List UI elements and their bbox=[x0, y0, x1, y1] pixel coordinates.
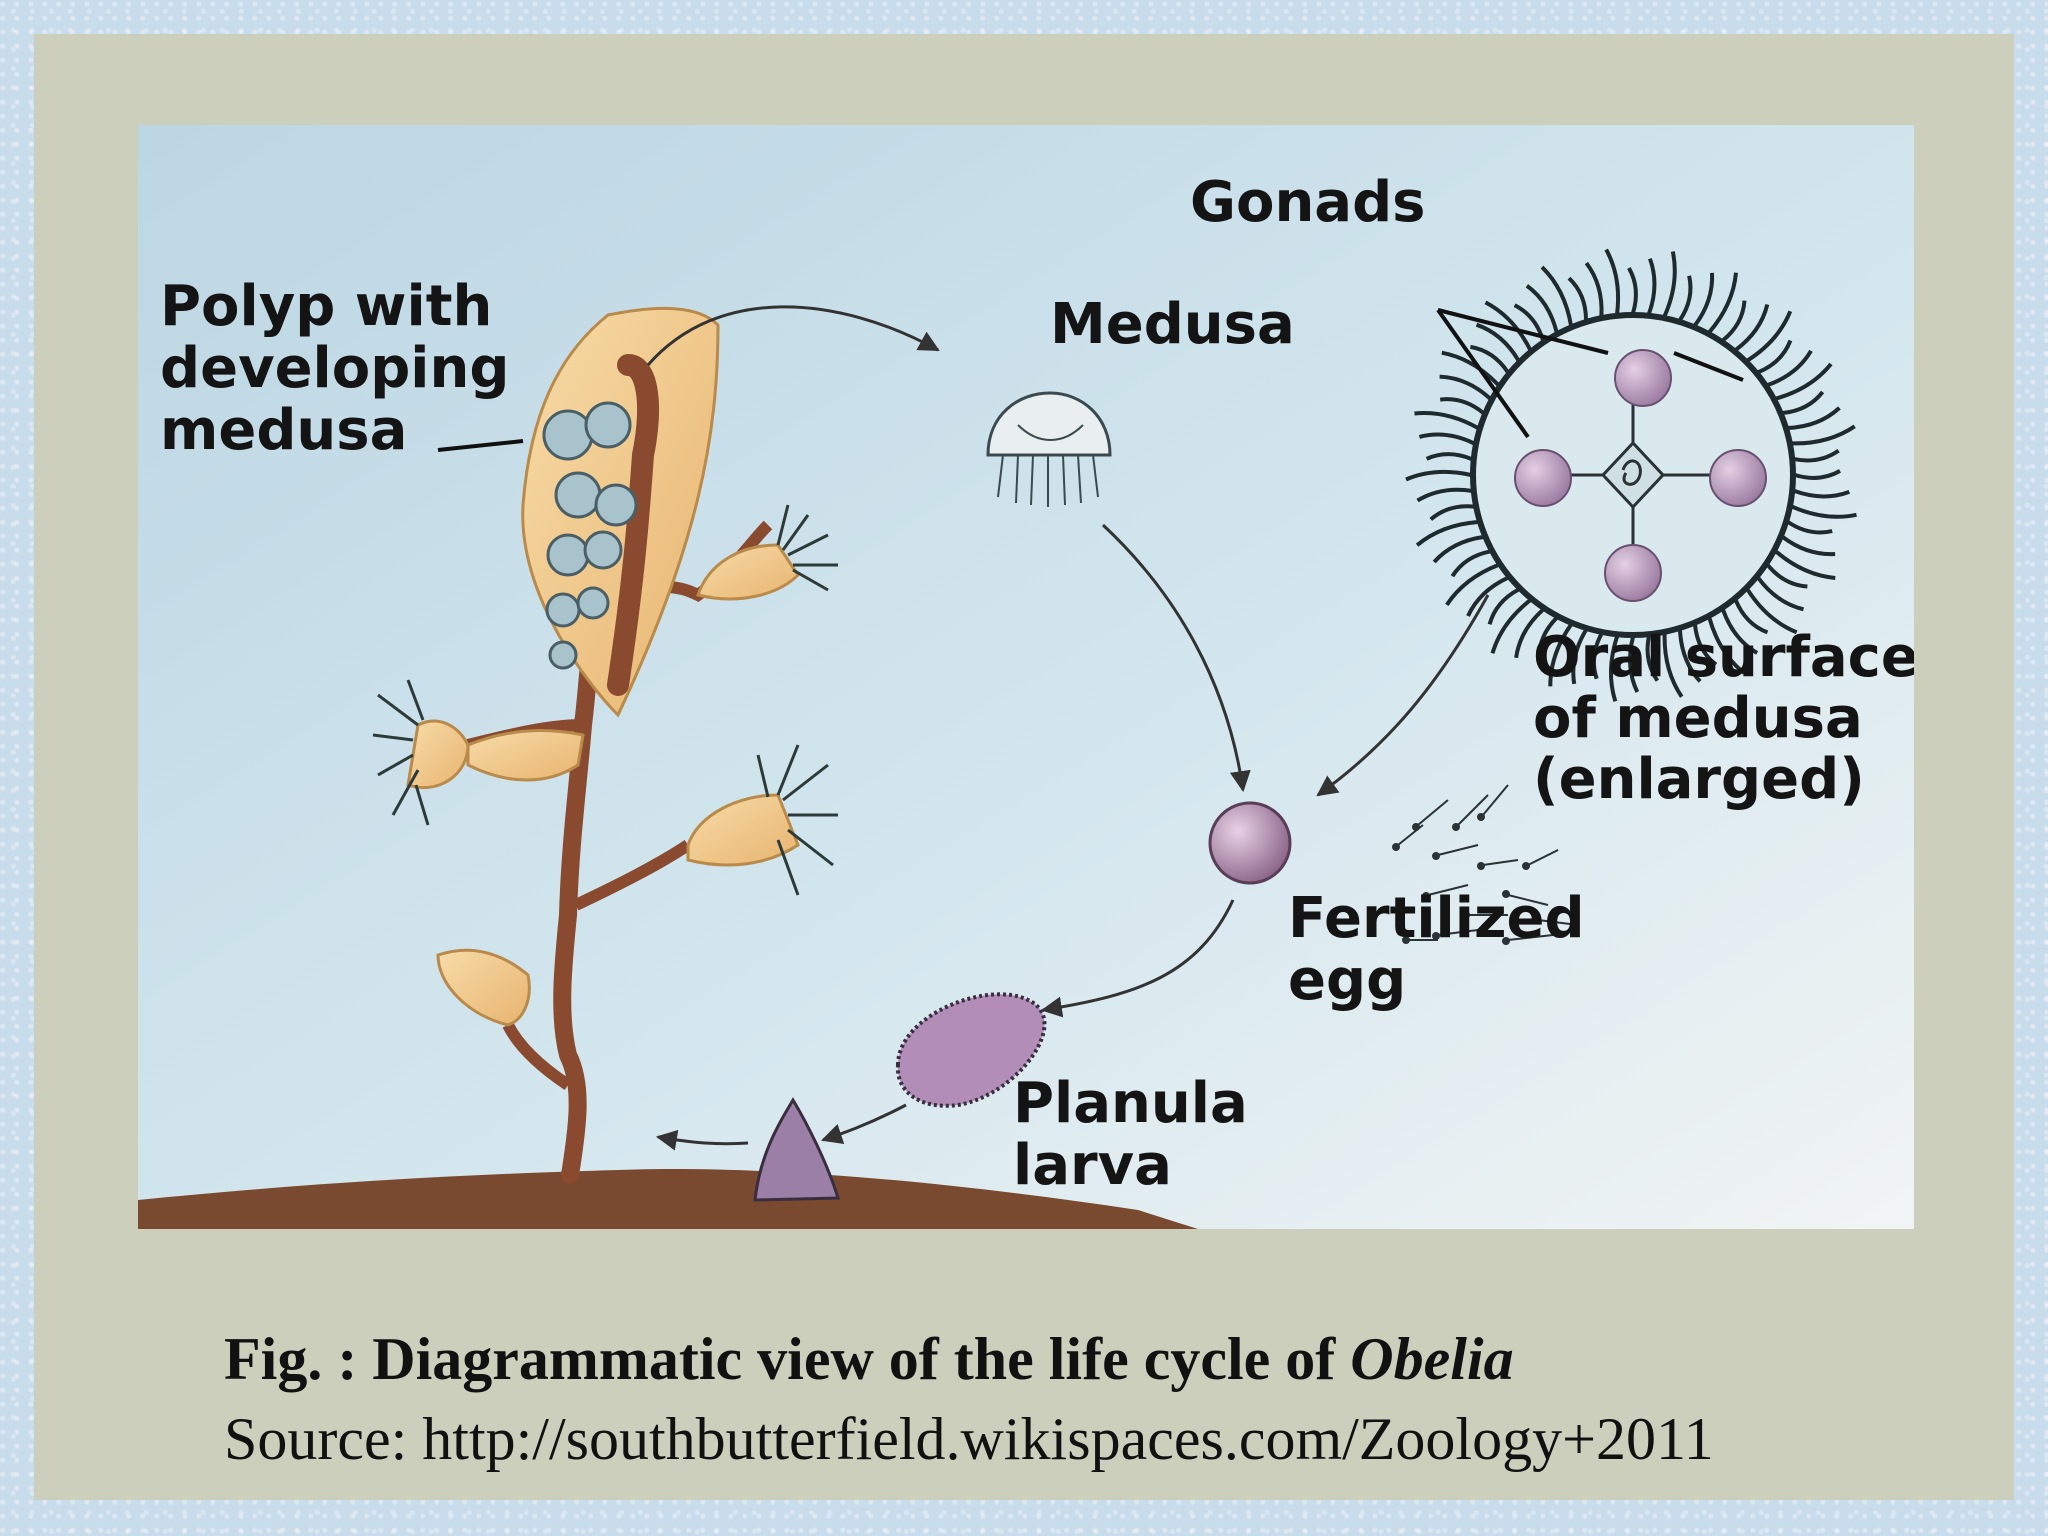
tentacle bbox=[1416, 487, 1473, 503]
label-fertilized-egg-line2: egg bbox=[1288, 948, 1406, 1013]
tentacle bbox=[1439, 374, 1492, 401]
tentacle bbox=[1787, 406, 1841, 430]
cycle-arrows bbox=[646, 305, 1490, 1151]
tentacle bbox=[1756, 576, 1805, 612]
diagram-labels: Polyp with developing medusa Medusa Gona… bbox=[160, 170, 1914, 1198]
caption-title: Fig. : Diagrammatic view of the life cyc… bbox=[224, 1319, 2024, 1399]
tentacle bbox=[1441, 350, 1500, 387]
tentacle bbox=[1439, 397, 1485, 415]
tentacle bbox=[1537, 616, 1559, 660]
tentacle bbox=[1415, 520, 1479, 547]
tentacle bbox=[1405, 469, 1472, 482]
tentacle bbox=[1466, 575, 1509, 617]
label-polyp-line3: medusa bbox=[160, 398, 407, 463]
slide-panel: Polyp with developing medusa Medusa Gona… bbox=[34, 34, 2014, 1500]
tentacle bbox=[1548, 623, 1573, 687]
tentacle bbox=[1693, 624, 1718, 667]
tentacle bbox=[1786, 520, 1833, 535]
label-polyp-line1: Polyp with bbox=[160, 274, 492, 339]
tentacle bbox=[1490, 598, 1532, 654]
label-gonads: Gonads bbox=[1190, 170, 1426, 235]
fertilized-egg bbox=[1208, 801, 1292, 885]
tentacle bbox=[1627, 636, 1640, 693]
tentacle bbox=[1604, 248, 1621, 315]
medusa-figure bbox=[986, 391, 1112, 507]
tentacle bbox=[1627, 267, 1638, 314]
obelia-life-cycle-diagram: Polyp with developing medusa Medusa Gona… bbox=[138, 125, 1914, 1229]
tentacle bbox=[1782, 390, 1825, 415]
tentacle bbox=[1678, 629, 1702, 683]
tentacle bbox=[1418, 432, 1475, 446]
tentacle bbox=[1645, 635, 1660, 682]
hydroid-colony bbox=[372, 307, 838, 1184]
tentacle bbox=[1757, 339, 1793, 375]
label-planula-line1: Planula bbox=[1013, 1071, 1248, 1136]
tentacle bbox=[1793, 448, 1840, 463]
tentacle bbox=[1707, 272, 1738, 334]
label-oral-surface-line3: (enlarged) bbox=[1533, 747, 1865, 812]
tentacle bbox=[1470, 344, 1510, 374]
tentacle bbox=[1721, 609, 1759, 655]
gonads bbox=[1514, 349, 1767, 602]
developing-medusae bbox=[542, 401, 638, 670]
tentacle bbox=[1584, 261, 1604, 317]
tentacle bbox=[1432, 535, 1484, 564]
tentacle bbox=[1487, 587, 1520, 625]
sea-floor bbox=[138, 1169, 1198, 1229]
tentacle bbox=[1540, 265, 1573, 326]
planula-larva bbox=[895, 992, 1047, 1108]
tentacle bbox=[1445, 563, 1500, 607]
tentacle bbox=[1475, 322, 1521, 362]
tentacle bbox=[1571, 628, 1588, 685]
tentacle bbox=[1647, 258, 1657, 315]
tentacle bbox=[1662, 251, 1677, 317]
tentacle bbox=[1766, 563, 1808, 589]
tentacle bbox=[1733, 599, 1769, 635]
label-fertilized-egg-line1: Fertilized bbox=[1288, 886, 1585, 951]
tentacle bbox=[1791, 424, 1856, 446]
tentacle bbox=[1775, 362, 1833, 401]
tentacle bbox=[1567, 276, 1588, 321]
tentacle bbox=[1746, 310, 1793, 363]
tentacle bbox=[1791, 504, 1857, 519]
label-oral-surface-line2: of medusa bbox=[1533, 686, 1863, 751]
oral-surface-internal bbox=[1543, 385, 1723, 565]
tentacle bbox=[1678, 275, 1693, 322]
label-planula-line2: larva bbox=[1013, 1133, 1172, 1198]
sperm-cells bbox=[1392, 784, 1579, 945]
label-polyp-line2: developing bbox=[160, 336, 509, 401]
tentacle bbox=[1793, 489, 1850, 499]
tentacle bbox=[1414, 411, 1479, 430]
tentacle bbox=[1774, 549, 1836, 580]
tentacle bbox=[1429, 504, 1475, 521]
tentacle bbox=[1734, 303, 1770, 352]
tentacle bbox=[1745, 588, 1798, 635]
tentacle bbox=[1721, 300, 1747, 342]
figure-caption: Fig. : Diagrammatic view of the life cyc… bbox=[224, 1319, 2024, 1479]
tentacle bbox=[1781, 535, 1836, 557]
caption-organism: Obelia bbox=[1350, 1326, 1514, 1392]
tentacle bbox=[1514, 608, 1545, 659]
tentacle bbox=[1608, 635, 1620, 702]
tentacle bbox=[1662, 633, 1684, 698]
tentacle bbox=[1450, 549, 1491, 578]
leader-lines bbox=[437, 308, 1744, 452]
tentacle bbox=[1425, 452, 1473, 461]
tentacle bbox=[1484, 300, 1532, 351]
tentacle bbox=[1767, 349, 1813, 387]
settled-larva bbox=[753, 1097, 841, 1202]
tentacle bbox=[1591, 632, 1604, 680]
tentacle bbox=[1525, 284, 1559, 333]
caption-prefix: Fig. : Diagrammatic view of the life cyc… bbox=[224, 1326, 1351, 1392]
tentacle bbox=[1794, 469, 1841, 480]
label-oral-surface-line1: Oral surface bbox=[1533, 625, 1914, 690]
caption-source: Source: http://southbutterfield.wikispac… bbox=[224, 1406, 1714, 1472]
label-medusa: Medusa bbox=[1050, 292, 1295, 357]
tentacle bbox=[1707, 617, 1746, 675]
tentacle bbox=[1693, 272, 1715, 327]
